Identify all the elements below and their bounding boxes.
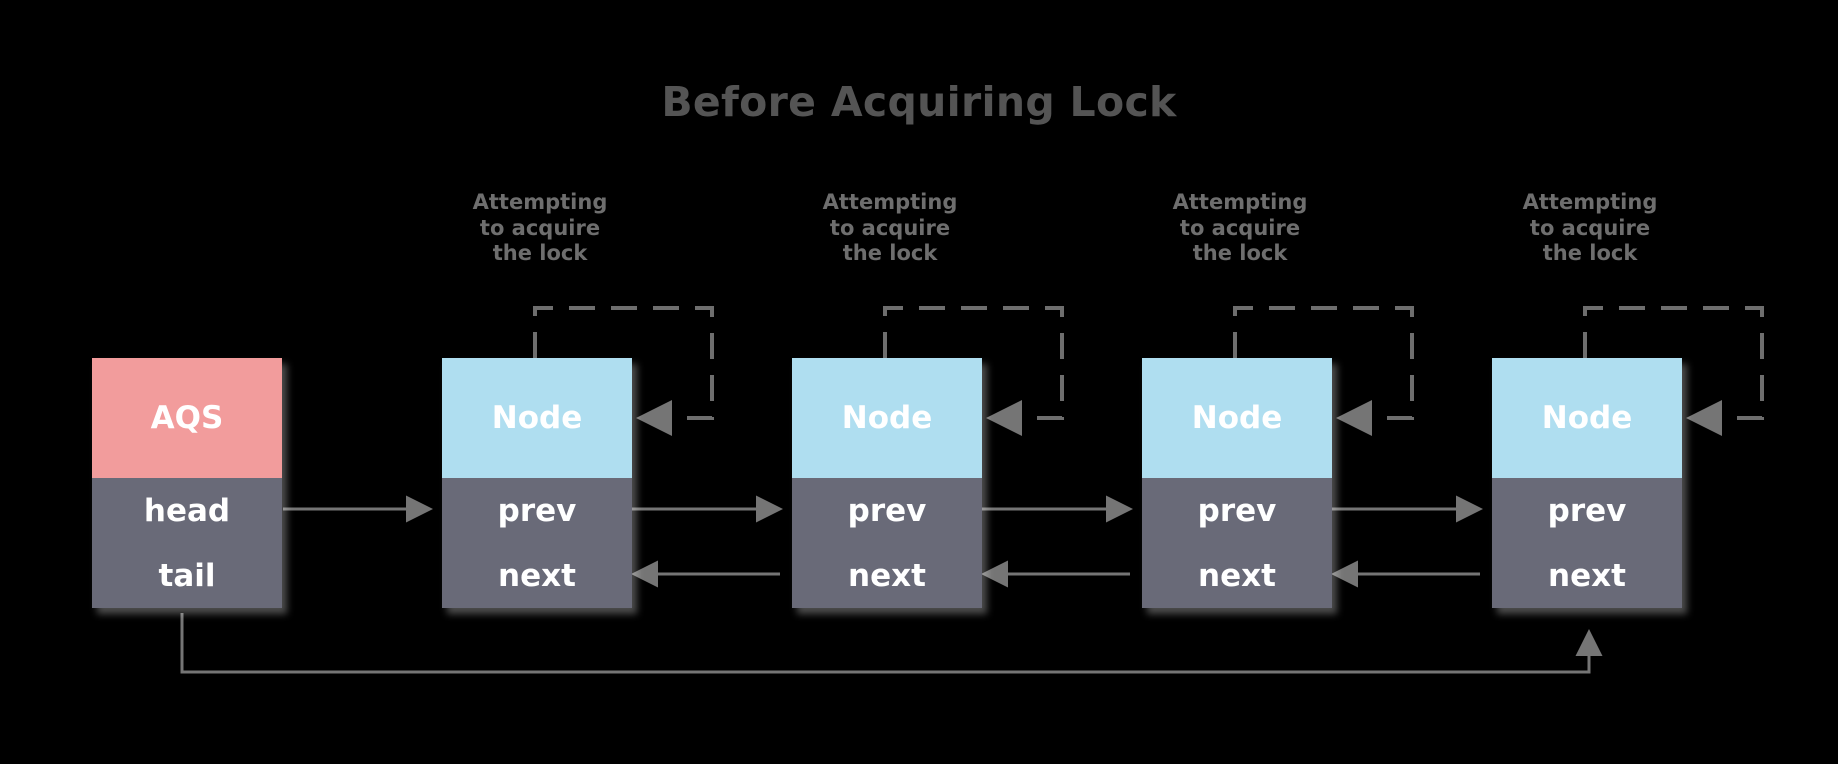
node-4-field-prev: prev [1492,478,1682,543]
node-1-loop-label-line-2: to acquire [479,215,601,240]
node-1-loop-label-line-1: Attempting [472,190,608,214]
node-1-header: Node [442,358,632,478]
node-1-field-prev: prev [442,478,632,543]
node-3-box: Node prev next [1142,358,1332,608]
node-2-loop-label: Attempting to acquire the lock [775,190,1005,267]
node-2-field-prev: prev [792,478,982,543]
node-2-box: Node prev next [792,358,982,608]
node-1-box: Node prev next [442,358,632,608]
dashed-loop-node1 [533,306,714,436]
node-2-loop-label-line-1: Attempting [822,190,958,214]
node-4-loop-label: Attempting to acquire the lock [1475,190,1705,267]
edge-tail-to-node4 [180,613,1603,674]
node-3-header: Node [1142,358,1332,478]
aqs-header: AQS [92,358,282,478]
dashed-loop-node3 [1233,306,1414,436]
page-title: Before Acquiring Lock [661,78,1177,126]
aqs-field-tail: tail [92,543,282,608]
node-4-loop-label-line-2: to acquire [1529,215,1651,240]
aqs-box: AQS head tail [92,358,282,608]
node-4-loop-label-line-3: the lock [1542,241,1638,265]
dashed-loop-node2 [883,306,1064,436]
node-1-loop-label-line-3: the lock [492,241,588,265]
node-2-field-next: next [792,543,982,608]
node-2-loop-label-line-3: the lock [842,241,938,265]
node-1-loop-label: Attempting to acquire the lock [425,190,655,267]
aqs-field-head: head [92,478,282,543]
node-3-field-next: next [1142,543,1332,608]
node-3-loop-label-line-2: to acquire [1179,215,1301,240]
node-3-loop-label: Attempting to acquire the lock [1125,190,1355,267]
node-2-header: Node [792,358,982,478]
node-4-field-next: next [1492,543,1682,608]
node-4-header: Node [1492,358,1682,478]
node-1-field-next: next [442,543,632,608]
node-3-loop-label-line-1: Attempting [1172,190,1308,214]
node-3-field-prev: prev [1142,478,1332,543]
node-2-loop-label-line-2: to acquire [829,215,951,240]
dashed-loop-node4 [1583,306,1764,436]
node-4-loop-label-line-1: Attempting [1522,190,1658,214]
node-4-box: Node prev next [1492,358,1682,608]
node-3-loop-label-line-3: the lock [1192,241,1288,265]
